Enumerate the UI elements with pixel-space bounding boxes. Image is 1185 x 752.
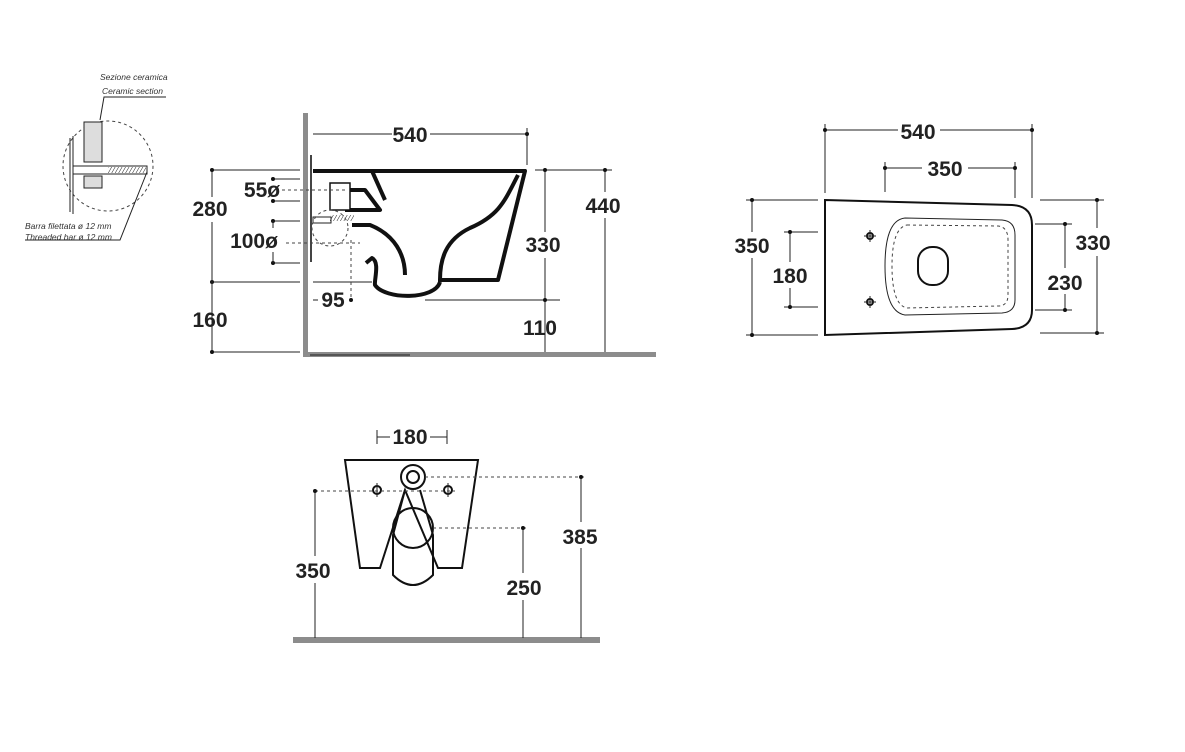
- side-width-label: 540: [392, 124, 427, 147]
- front-inlet-height-label: 385: [562, 526, 597, 549]
- section-label-en: Ceramic section: [102, 86, 163, 96]
- ceramic-section-detail: Sezione ceramica Ceramic section Barra f…: [25, 72, 168, 242]
- inner-width-label: 330: [1075, 232, 1110, 255]
- section-label-it: Sezione ceramica: [100, 72, 168, 82]
- seat-outline: [884, 217, 1016, 316]
- side-view: 540 280 160 55ø 100ø 95 330 110 440: [192, 113, 656, 357]
- total-height-label: 440: [585, 195, 620, 218]
- inlet-diameter-label: 55ø: [244, 179, 280, 202]
- bowl-top-outline: [824, 198, 1033, 337]
- bottom-clearance-label: 110: [523, 317, 557, 340]
- seat-length-label: 350: [927, 158, 962, 181]
- flush-hole: [917, 246, 949, 286]
- front-bolt-height-label: 350: [295, 560, 330, 583]
- floor: [303, 352, 656, 357]
- outlet-height-label: 160: [192, 309, 227, 332]
- top-view: 540 350 350 180 330 230: [734, 121, 1111, 337]
- outlet-diameter-label: 100ø: [230, 230, 278, 253]
- front-outline: [343, 459, 480, 569]
- front-view: 180 350 385 250: [293, 426, 600, 643]
- wall: [303, 113, 308, 357]
- top-length-label: 540: [900, 121, 935, 144]
- fix-height-label: 280: [192, 198, 227, 221]
- outlet-circle: [392, 507, 434, 549]
- bolt-spacing-label: 180: [772, 265, 807, 288]
- bowl-height-label: 330: [525, 234, 560, 257]
- seat-width-label: 230: [1047, 272, 1082, 295]
- detail-circle: [62, 120, 154, 212]
- front-outlet-height-label: 250: [506, 577, 541, 600]
- inlet-circle: [400, 464, 426, 490]
- front-floor: [293, 637, 600, 643]
- front-bolt-spacing-label: 180: [392, 426, 427, 449]
- bar-label-en: Threaded bar ø 12 mm: [25, 232, 112, 242]
- top-width-label: 350: [734, 235, 769, 258]
- ceramic-section: [83, 121, 103, 163]
- bar-label-it: Barra filettata ø 12 mm: [25, 221, 111, 231]
- outlet-offset-label: 95: [321, 289, 345, 312]
